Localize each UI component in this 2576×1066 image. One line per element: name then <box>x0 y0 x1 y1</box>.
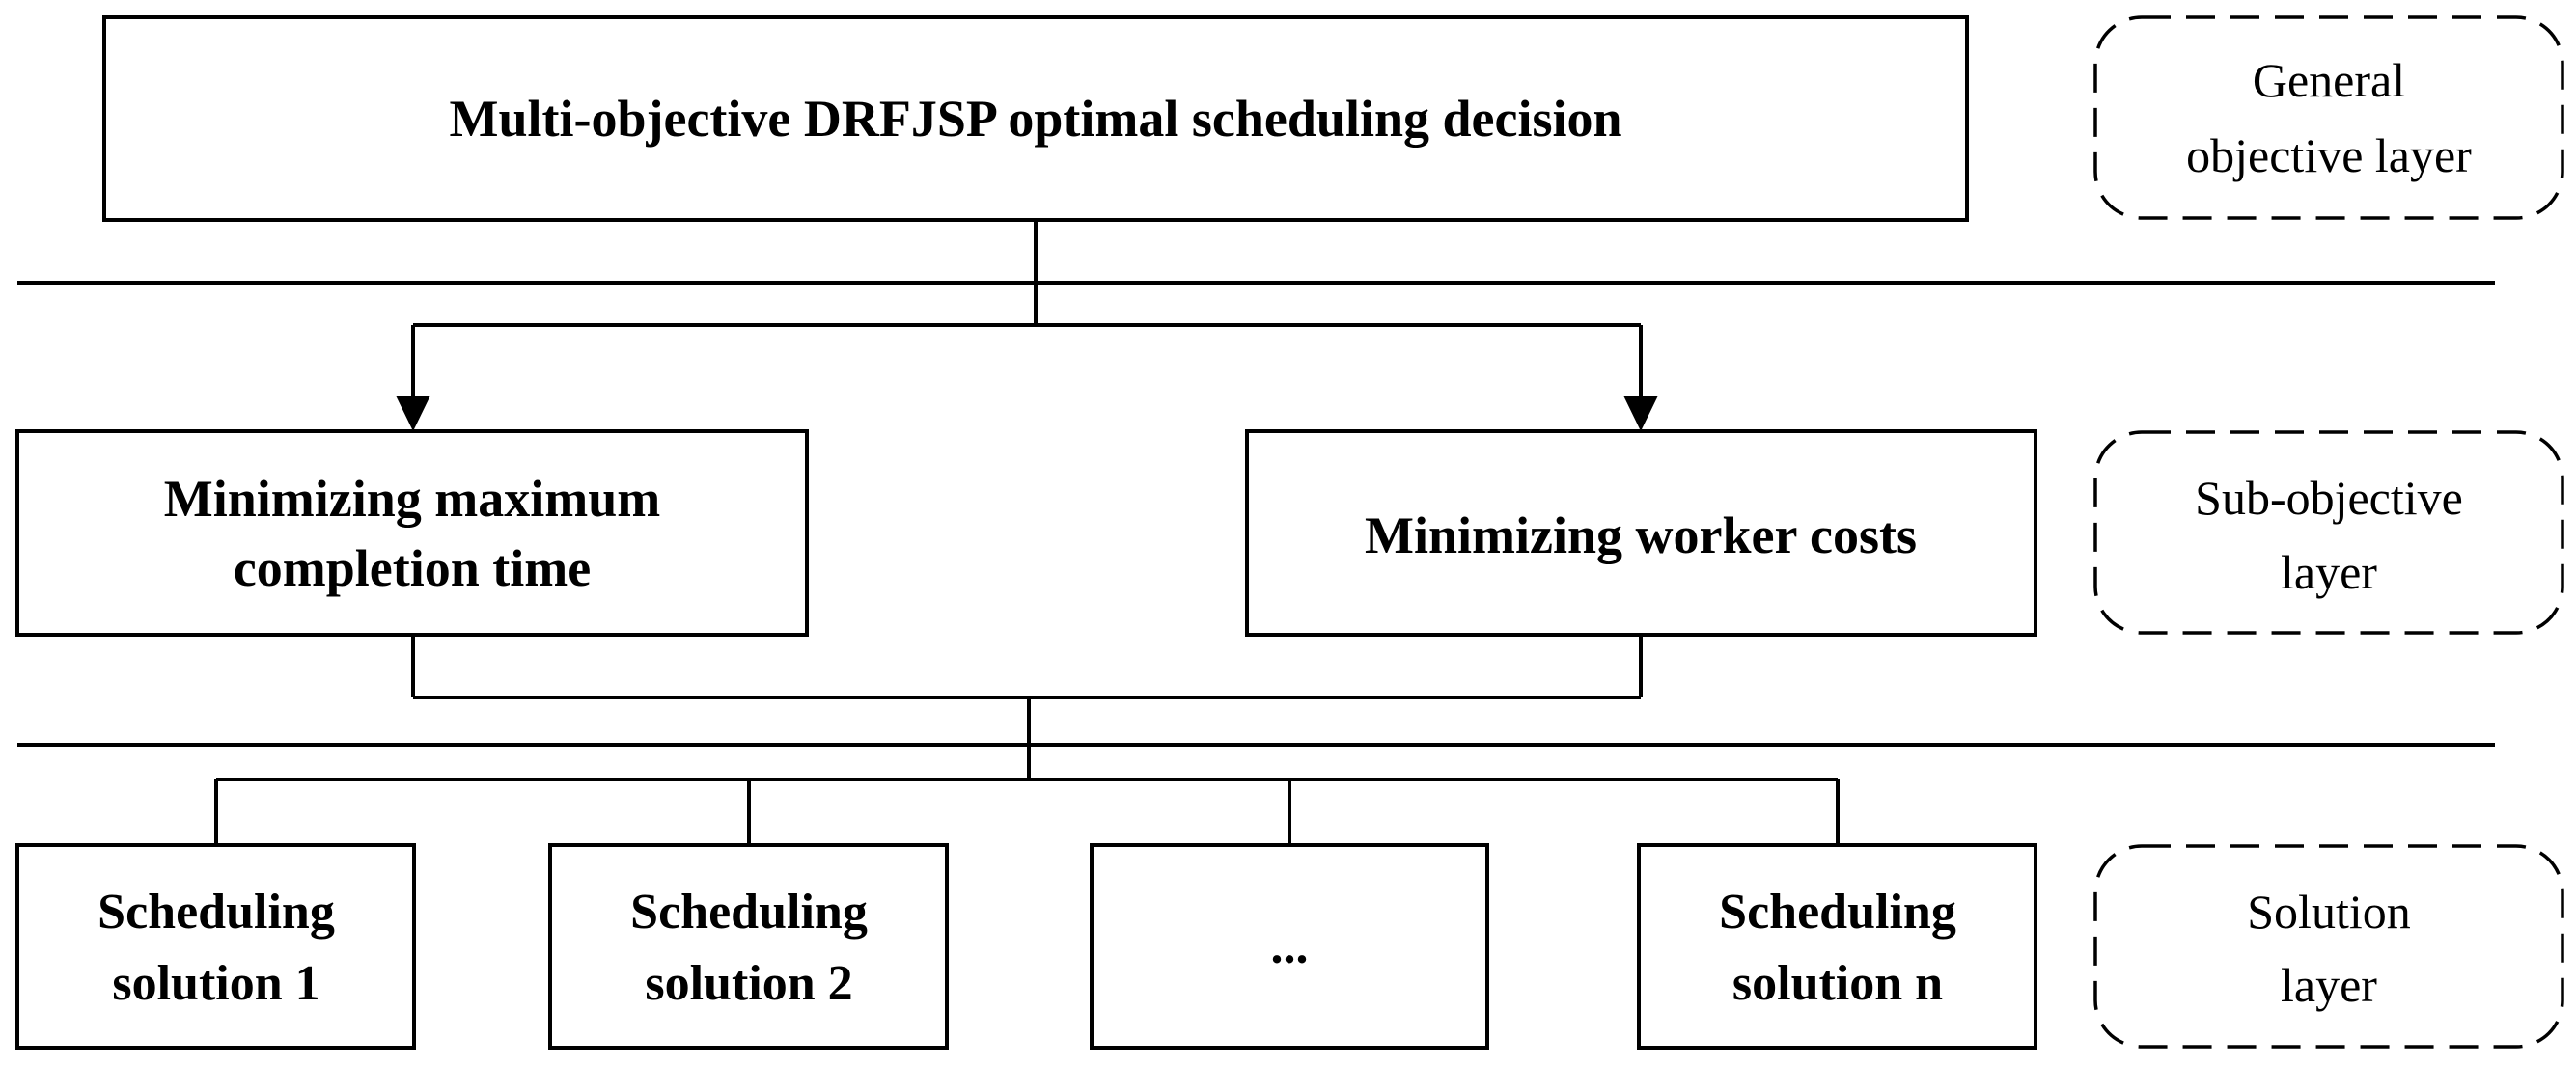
sub-objective-box-worker-costs: Minimizing worker costs <box>1245 429 2037 637</box>
solution-box-1: Scheduling solution 1 <box>15 843 416 1050</box>
general-objective-title: Multi-objective DRFJSP optimal schedulin… <box>450 90 1622 148</box>
layer-label-line1: General <box>2253 53 2405 107</box>
solution-label-line2: solution 2 <box>645 956 852 1011</box>
solution-label-line1: Scheduling <box>1719 885 1956 940</box>
layer-label-line2: layer <box>2281 958 2377 1012</box>
arrow-head-right <box>1623 396 1658 431</box>
solution-box-n: Scheduling solution n <box>1637 843 2037 1050</box>
layer-label-solution: Solution layer <box>2093 844 2564 1049</box>
sub-objective-label-line1: Minimizing maximum <box>164 470 660 528</box>
layer-label-line1: Solution <box>2247 885 2410 939</box>
solution-box-2: Scheduling solution 2 <box>548 843 949 1050</box>
connector-top <box>411 220 1643 397</box>
layer-label-sub-objective: Sub-objective layer <box>2093 430 2564 635</box>
general-objective-box: Multi-objective DRFJSP optimal schedulin… <box>102 15 1969 222</box>
sub-objective-label-line1: Minimizing worker costs <box>1365 506 1917 564</box>
solution-label-line2: solution 1 <box>112 956 319 1011</box>
layer-label-line2: objective layer <box>2186 128 2472 182</box>
solution-label-line1: Scheduling <box>97 885 335 940</box>
solution-label-line1: Scheduling <box>630 885 868 940</box>
layer-label-line1: Sub-objective <box>2195 471 2463 525</box>
layer-label-general-objective: General objective layer <box>2093 15 2564 220</box>
solution-label-line2: solution n <box>1732 956 1943 1011</box>
solution-ellipsis-label: ... <box>1271 919 1309 974</box>
connector-bottom <box>214 635 1840 845</box>
sub-objective-label-line2: completion time <box>234 539 591 597</box>
arrow-head-left <box>396 396 430 431</box>
sub-objective-box-completion-time: Minimizing maximum completion time <box>15 429 809 637</box>
solution-box-ellipsis: ... <box>1090 843 1489 1050</box>
layer-label-line2: layer <box>2281 545 2377 599</box>
